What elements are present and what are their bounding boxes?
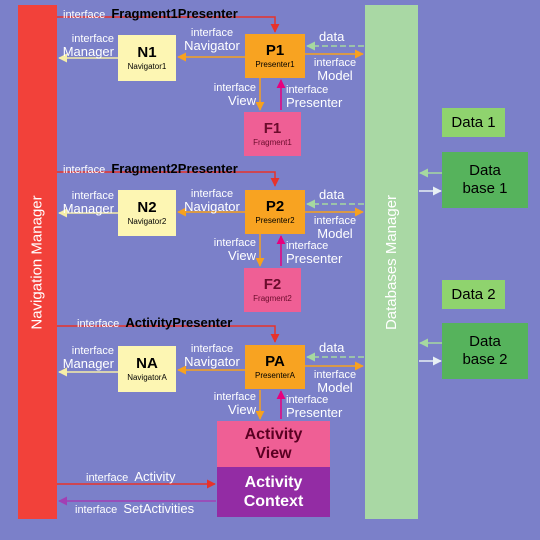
navigation-manager-label: Navigation Manager: [29, 194, 46, 330]
navigator-n1-subtitle: Navigator1: [127, 62, 167, 71]
database1: Data base 1: [442, 152, 528, 208]
database2-line1: Data: [469, 333, 501, 350]
presenter-p2-subtitle: Presenter2: [255, 216, 295, 225]
fragment-f2-subtitle: Fragment2: [253, 294, 292, 303]
navigator-n2: N2 Navigator2: [118, 190, 176, 236]
fragment2-presenter-iface-label: interface Fragment2Presenter: [63, 161, 238, 176]
presenter-p1-title: P1: [265, 42, 285, 59]
activity-context: Activity Context: [217, 467, 330, 517]
database2: Data base 2: [442, 323, 528, 379]
presenter-pa: PA PresenterA: [245, 345, 305, 389]
data1-label-text: Data 1: [451, 114, 496, 131]
navigator-n1-title: N1: [137, 44, 157, 61]
presenter-p2: P2 Presenter2: [245, 190, 305, 234]
navigator-na-subtitle: NavigatorA: [127, 373, 167, 382]
navigator-na-title: NA: [136, 355, 158, 372]
fragment-f1-title: F1: [263, 120, 282, 137]
activity-view: Activity View: [217, 421, 330, 467]
activity-context-line2: Context: [243, 493, 304, 510]
presenter-p1-subtitle: Presenter1: [255, 60, 295, 69]
fragment2-presenter-arrow: [57, 171, 280, 187]
data2-label: Data 2: [442, 280, 505, 309]
navigator-n1: N1 Navigator1: [118, 35, 176, 81]
activity-view-line2: View: [255, 445, 292, 462]
data-label-2: data: [319, 187, 345, 202]
presenter-p2-title: P2: [265, 198, 285, 215]
databases-manager-label: Databases Manager: [383, 194, 400, 330]
presenter-pa-subtitle: PresenterA: [254, 371, 296, 380]
data2-label-text: Data 2: [451, 286, 496, 303]
presenter-pa-title: PA: [265, 353, 285, 370]
fragment-f2-title: F2: [263, 276, 282, 293]
fragment-f2: F2 Fragment2: [244, 268, 301, 312]
navigator-na: NA NavigatorA: [118, 346, 176, 392]
activity-presenter-arrow: [57, 325, 280, 343]
fragment-f1: F1 Fragment1: [244, 112, 301, 156]
navigator-n2-subtitle: Navigator2: [127, 217, 167, 226]
databases-manager: Databases Manager: [365, 5, 418, 519]
set-activities-iface-label: interface SetActivities: [75, 501, 195, 516]
fragment1-presenter-iface-label: interface Fragment1Presenter: [63, 6, 238, 21]
data-label-a: data: [319, 340, 345, 355]
fragment1-presenter-arrow: [57, 16, 280, 33]
fragment-f1-subtitle: Fragment1: [253, 138, 292, 147]
activity-view-line1: Activity: [244, 426, 303, 443]
database1-line2: base 1: [462, 180, 508, 197]
presenter-p1: P1 Presenter1: [245, 34, 305, 78]
activity-presenter-iface-label: interface ActivityPresenter: [77, 315, 233, 330]
data1-label: Data 1: [442, 108, 505, 137]
activity-context-line1: Activity: [244, 474, 303, 491]
navigation-manager: Navigation Manager: [18, 5, 57, 519]
navigator-n2-title: N2: [137, 199, 157, 216]
data-label-1: data: [319, 29, 345, 44]
database2-line2: base 2: [462, 351, 508, 368]
activity-iface-label: interface Activity: [86, 469, 176, 484]
database1-line1: Data: [469, 162, 501, 179]
